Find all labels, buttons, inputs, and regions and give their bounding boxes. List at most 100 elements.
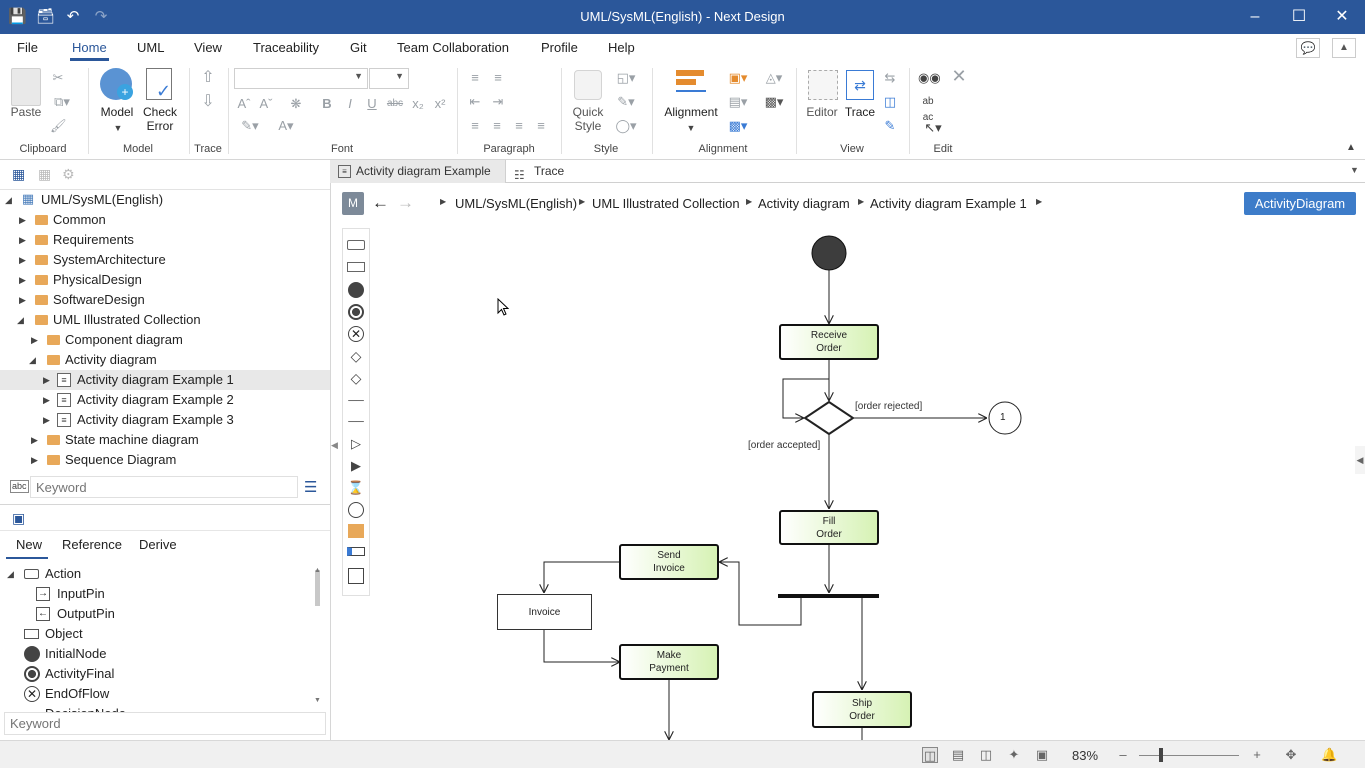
- palette-search-input[interactable]: [4, 712, 326, 735]
- font-family-dropdown[interactable]: ▼: [234, 68, 368, 89]
- font-color-icon[interactable]: A▾: [278, 118, 294, 133]
- tree-item-sequence-diagram[interactable]: ▶ Sequence Diagram: [0, 450, 330, 470]
- bullets-icon[interactable]: ≡: [471, 70, 479, 85]
- collapse-ribbon-icon[interactable]: ▲: [1332, 38, 1356, 58]
- end-of-flow-tool-icon[interactable]: ✕: [348, 326, 364, 342]
- close-button[interactable]: ✕: [1335, 8, 1349, 25]
- check-error-icon[interactable]: [146, 68, 172, 100]
- collapse-icon[interactable]: ▶: [43, 415, 50, 425]
- menu-view[interactable]: View: [194, 40, 222, 55]
- menu-team-collaboration[interactable]: Team Collaboration: [397, 40, 510, 55]
- maximize-button[interactable]: ☐: [1291, 8, 1307, 25]
- format-painter-icon[interactable]: 🖌: [50, 118, 67, 133]
- split-view-icon[interactable]: ◫: [883, 94, 897, 109]
- delete-icon[interactable]: ✕: [951, 66, 967, 86]
- tree-item-activity-example-2[interactable]: ▶ ≡ Activity diagram Example 2: [0, 390, 330, 410]
- expand-icon[interactable]: ◢: [29, 355, 36, 365]
- zoom-in-icon[interactable]: +: [1253, 747, 1261, 762]
- copy-icon[interactable]: ⧉▾: [54, 94, 70, 109]
- underline-icon[interactable]: U: [367, 96, 377, 111]
- collapse-icon[interactable]: ▶: [31, 435, 38, 445]
- object-tool-icon[interactable]: [347, 262, 365, 272]
- tabs-dropdown-icon[interactable]: ▼: [1350, 165, 1359, 175]
- palette-item-object[interactable]: Object: [0, 624, 320, 644]
- trace-view-icon[interactable]: ⇄: [846, 70, 874, 100]
- copy-tree-icon[interactable]: ▦: [38, 166, 52, 182]
- justify-icon[interactable]: ≡: [537, 118, 545, 133]
- menu-git[interactable]: Git: [350, 40, 367, 55]
- italic-icon[interactable]: I: [348, 96, 352, 111]
- palette-item-outputpin[interactable]: ← OutputPin: [0, 604, 320, 624]
- forward-icon[interactable]: →: [397, 193, 414, 212]
- chevron-up-icon[interactable]: ▲: [1346, 142, 1356, 153]
- redo-icon[interactable]: ↷: [94, 8, 108, 25]
- back-icon[interactable]: ←: [372, 193, 389, 212]
- collapse-icon[interactable]: ▶: [19, 295, 26, 305]
- menu-traceability[interactable]: Traceability: [253, 40, 319, 55]
- layout-free-icon[interactable]: ✦: [1008, 747, 1020, 762]
- layout-single-icon[interactable]: ◫: [922, 747, 938, 763]
- align-left-icon[interactable]: ≡: [471, 118, 479, 133]
- tab-trace[interactable]: ☷ Trace: [508, 160, 568, 183]
- tab-new[interactable]: New: [16, 537, 43, 552]
- breadcrumb-item[interactable]: UML Illustrated Collection: [592, 196, 740, 211]
- palette-item-inputpin[interactable]: → InputPin: [0, 584, 320, 604]
- numbering-icon[interactable]: ≡: [494, 70, 502, 85]
- distribute-icon[interactable]: ▤▾: [728, 94, 748, 109]
- collapse-icon[interactable]: ▶: [19, 235, 26, 245]
- group-icon[interactable]: ▣▾: [728, 70, 748, 85]
- zoom-slider-thumb[interactable]: [1159, 748, 1163, 762]
- tree-item-activity-example-1[interactable]: ▶ ≡ Activity diagram Example 1: [0, 370, 330, 390]
- minimize-button[interactable]: –: [1250, 8, 1260, 25]
- align-right-icon[interactable]: ≡: [515, 118, 523, 133]
- collapse-icon[interactable]: ▶: [19, 275, 26, 285]
- tree-item-software-design[interactable]: ▶ SoftwareDesign: [0, 290, 330, 310]
- increase-indent-icon[interactable]: ⇥: [492, 94, 504, 109]
- order-icon[interactable]: ▩▾: [728, 118, 748, 133]
- initial-node-tool-icon[interactable]: [348, 282, 364, 298]
- breadcrumb-item[interactable]: UML/SysML(English): [455, 196, 578, 211]
- expand-right-icon[interactable]: ◀: [1355, 446, 1365, 474]
- menu-uml[interactable]: UML: [137, 40, 165, 55]
- editor-icon[interactable]: [808, 70, 838, 100]
- guard-order-accepted[interactable]: [order accepted]: [748, 440, 821, 451]
- send-signal-tool-icon[interactable]: ▷: [351, 436, 361, 451]
- font-size-dropdown[interactable]: ▼: [369, 68, 409, 89]
- notification-bell-icon[interactable]: 🔔: [1321, 747, 1338, 762]
- note-tool-icon[interactable]: [348, 524, 364, 538]
- timer-tool-icon[interactable]: ⌛: [347, 480, 365, 495]
- swap-icon[interactable]: ⇆: [884, 70, 896, 85]
- structure-icon[interactable]: ⚙: [62, 166, 75, 182]
- tree-item-root[interactable]: ◢ ▦ UML/SysML(English): [0, 190, 330, 210]
- palette-item-action[interactable]: ◢ Action: [0, 564, 320, 584]
- zoom-slider[interactable]: [1139, 755, 1239, 756]
- collapse-icon[interactable]: ▶: [43, 395, 50, 405]
- bold-icon[interactable]: B: [322, 96, 332, 111]
- menu-file[interactable]: File: [17, 40, 38, 55]
- breadcrumb-item[interactable]: Activity diagram: [758, 196, 850, 211]
- grow-font-icon[interactable]: Aˆ: [237, 96, 251, 111]
- menu-home[interactable]: Home: [70, 40, 109, 61]
- frame-tool-icon[interactable]: [347, 547, 365, 556]
- comment-icon[interactable]: 💬: [1296, 38, 1320, 58]
- find-icon[interactable]: ◉◉: [918, 70, 941, 85]
- palette-item-decisionnode[interactable]: DecisionNode: [0, 704, 320, 712]
- fill-color-icon[interactable]: ◱▾: [616, 70, 636, 85]
- menu-help[interactable]: Help: [608, 40, 635, 55]
- tree-item-requirements[interactable]: ▶ Requirements: [0, 230, 330, 250]
- tree-layout-icon[interactable]: ▩▾: [764, 94, 784, 109]
- save-all-icon[interactable]: 🗃: [36, 8, 56, 25]
- tab-derive[interactable]: Derive: [139, 537, 177, 552]
- cut-icon[interactable]: ✂: [52, 70, 64, 85]
- undo-icon[interactable]: ↶: [66, 8, 80, 25]
- chevron-down-icon[interactable]: ▼: [113, 123, 123, 133]
- tree-item-activity-diagram[interactable]: ◢ Activity diagram: [0, 350, 330, 370]
- superscript-icon[interactable]: x²: [434, 96, 446, 111]
- action-tool-icon[interactable]: [347, 240, 365, 250]
- palette-item-activityfinal[interactable]: ActivityFinal: [0, 664, 320, 684]
- layout-icon[interactable]: ◬▾: [765, 70, 783, 85]
